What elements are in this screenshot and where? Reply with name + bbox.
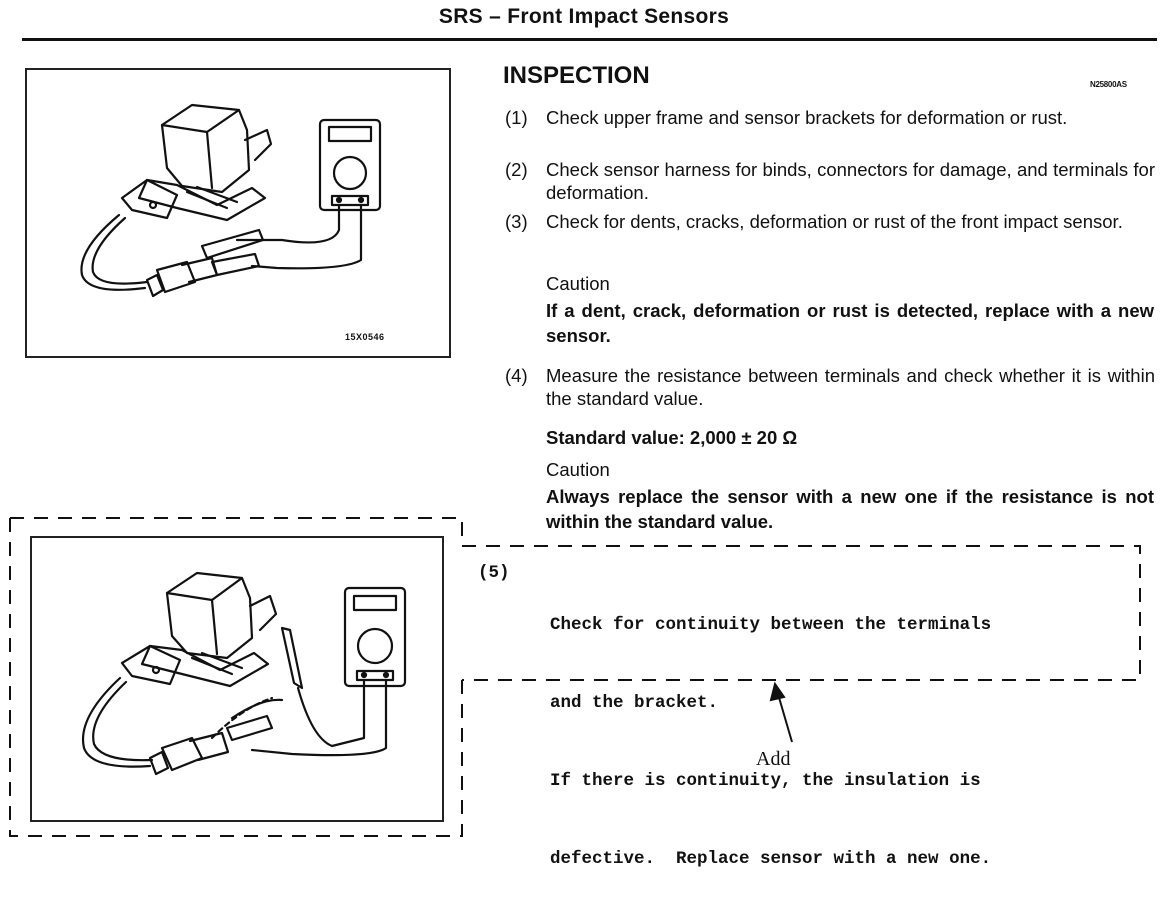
item-number: (4) bbox=[505, 365, 528, 386]
list-item: (3) Check for dents, cracks, deformation… bbox=[505, 210, 1155, 258]
page-header: SRS – Front Impact Sensors bbox=[438, 5, 730, 28]
caution-heading: Caution bbox=[546, 273, 610, 294]
caution-text: If a dent, crack, deformation or rust is… bbox=[546, 300, 1154, 346]
list-item: (2) Check sensor harness for binds, conn… bbox=[505, 158, 1155, 206]
sensor-continuity-illustration bbox=[82, 571, 407, 776]
item-text: Check sensor harness for binds, connecto… bbox=[546, 159, 1155, 203]
added-list-item: (5) Check for continuity between the ter… bbox=[478, 560, 1138, 869]
section-code: N25800AS bbox=[1090, 80, 1127, 89]
caution-text: Always replace the sensor with a new one… bbox=[546, 486, 1154, 532]
sensor-multimeter-illustration bbox=[80, 103, 382, 298]
text-line: defective. Replace sensor with a new one… bbox=[550, 849, 992, 869]
item-number: (3) bbox=[505, 211, 528, 232]
item-number: (5) bbox=[478, 563, 510, 583]
added-item-text: Check for continuity between the termina… bbox=[550, 560, 991, 924]
text-line: and the bracket. bbox=[550, 693, 719, 713]
item-text: Check for dents, cracks, deformation or … bbox=[546, 211, 1123, 232]
item-number: (2) bbox=[505, 159, 528, 180]
added-content-outline bbox=[9, 517, 1141, 837]
arrow-icon bbox=[769, 681, 793, 743]
figure-multimeter-sensor-2 bbox=[30, 536, 444, 822]
list-item: (4) Measure the resistance between termi… bbox=[505, 364, 1155, 412]
standard-value: Standard value: 2,000 ± 20 Ω bbox=[546, 427, 798, 448]
figure-code: 15X0546 bbox=[345, 332, 385, 342]
caution-heading: Caution bbox=[546, 459, 610, 480]
item-text: Check upper frame and sensor brackets fo… bbox=[546, 107, 1068, 128]
annotation-label: Add bbox=[756, 748, 791, 770]
item-text: Measure the resistance between terminals… bbox=[546, 365, 1155, 409]
text-line: If there is continuity, the insulation i… bbox=[550, 771, 981, 791]
figure-multimeter-sensor-1: 15X0546 bbox=[25, 68, 451, 358]
list-item: (1) Check upper frame and sensor bracket… bbox=[505, 106, 1155, 154]
text-line: Check for continuity between the termina… bbox=[550, 615, 992, 635]
section-title: INSPECTION bbox=[503, 62, 650, 89]
item-number: (1) bbox=[505, 107, 528, 128]
header-rule bbox=[22, 38, 1157, 41]
